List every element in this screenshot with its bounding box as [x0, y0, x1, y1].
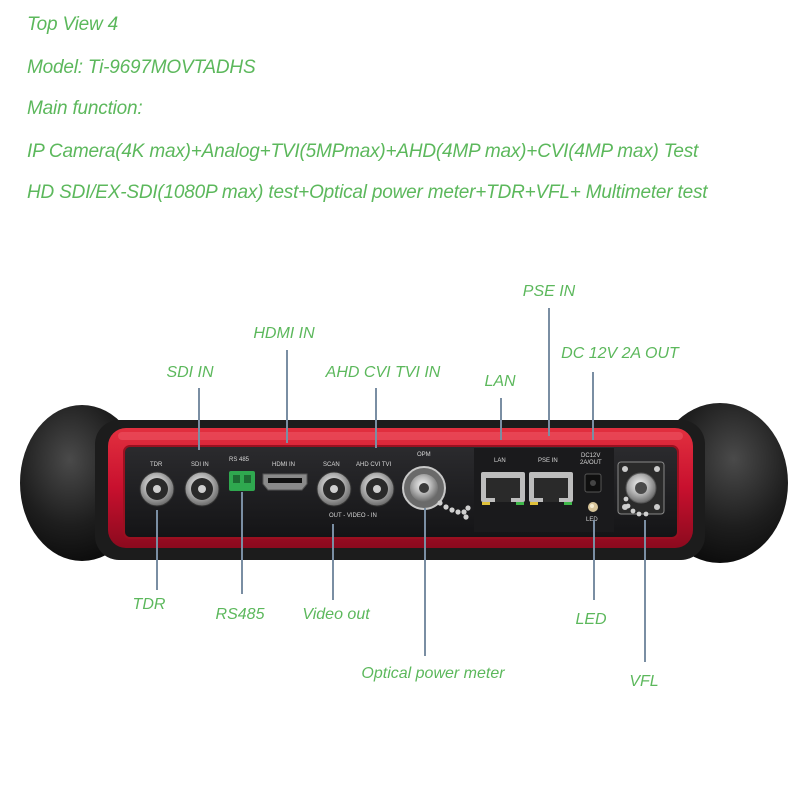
lan-rj45-port — [481, 472, 525, 505]
callout-video-out: Video out — [302, 606, 370, 623]
callout-optical-power-meter: Optical power meter — [361, 665, 505, 682]
panel-label-out-video-in: OUT - VIDEO - IN — [329, 513, 377, 519]
panel-label-scan: SCAN — [323, 462, 340, 468]
panel-label-hdmi-in: HDMI IN — [272, 462, 295, 468]
hdmi-port — [262, 473, 308, 491]
panel-label-sdi-in: SDI IN — [191, 462, 209, 468]
callout-hdmi-in: HDMI IN — [253, 325, 315, 342]
tdr-bnc-connector — [139, 471, 175, 507]
callout-dc-out: DC 12V 2A OUT — [561, 345, 679, 362]
panel-label-ahd-cvi-tvi: AHD CVI TVI — [356, 462, 392, 468]
callout-tdr: TDR — [132, 596, 166, 613]
callout-sdi-in: SDI IN — [166, 364, 214, 381]
rs485-terminal — [229, 471, 255, 491]
main-function-heading: Main function: — [27, 98, 143, 119]
callout-vfl: VFL — [629, 673, 659, 690]
vfl-connector — [617, 461, 665, 517]
callout-ahd-cvi-tvi-in: AHD CVI TVI IN — [325, 364, 441, 381]
panel-label-lan: LAN — [494, 458, 506, 464]
callout-rs485: RS485 — [215, 606, 265, 623]
panel-label-dc-2a-out: 2A/OUT — [580, 460, 602, 466]
model-line: Model: Ti-9697MOVTADHS — [27, 57, 256, 78]
function-line-1: IP Camera(4K max)+Analog+TVI(5MPmax)+AHD… — [27, 141, 699, 162]
callout-led: LED — [575, 611, 607, 628]
analog-in-bnc-connector — [359, 471, 395, 507]
video-out-bnc-connector — [316, 471, 352, 507]
pse-in-rj45-port — [529, 472, 573, 505]
led-indicator — [588, 502, 598, 512]
panel-label-led: LED — [586, 517, 598, 523]
sdi-bnc-connector — [184, 471, 220, 507]
callout-lan: LAN — [484, 373, 516, 390]
panel-label-opm: OPM — [417, 452, 431, 458]
panel-label-dc12v: DC12V — [581, 453, 600, 459]
page-title: Top View 4 — [27, 14, 118, 35]
panel-label-pse-in: PSE IN — [538, 458, 558, 464]
panel-label-rs485: RS 485 — [229, 457, 250, 463]
opm-connector — [402, 466, 471, 520]
panel-label-tdr: TDR — [150, 462, 163, 468]
function-line-2: HD SDI/EX-SDI(1080P max) test+Optical po… — [27, 182, 708, 203]
callout-pse-in: PSE IN — [522, 283, 576, 300]
dc-out-jack — [584, 473, 602, 493]
